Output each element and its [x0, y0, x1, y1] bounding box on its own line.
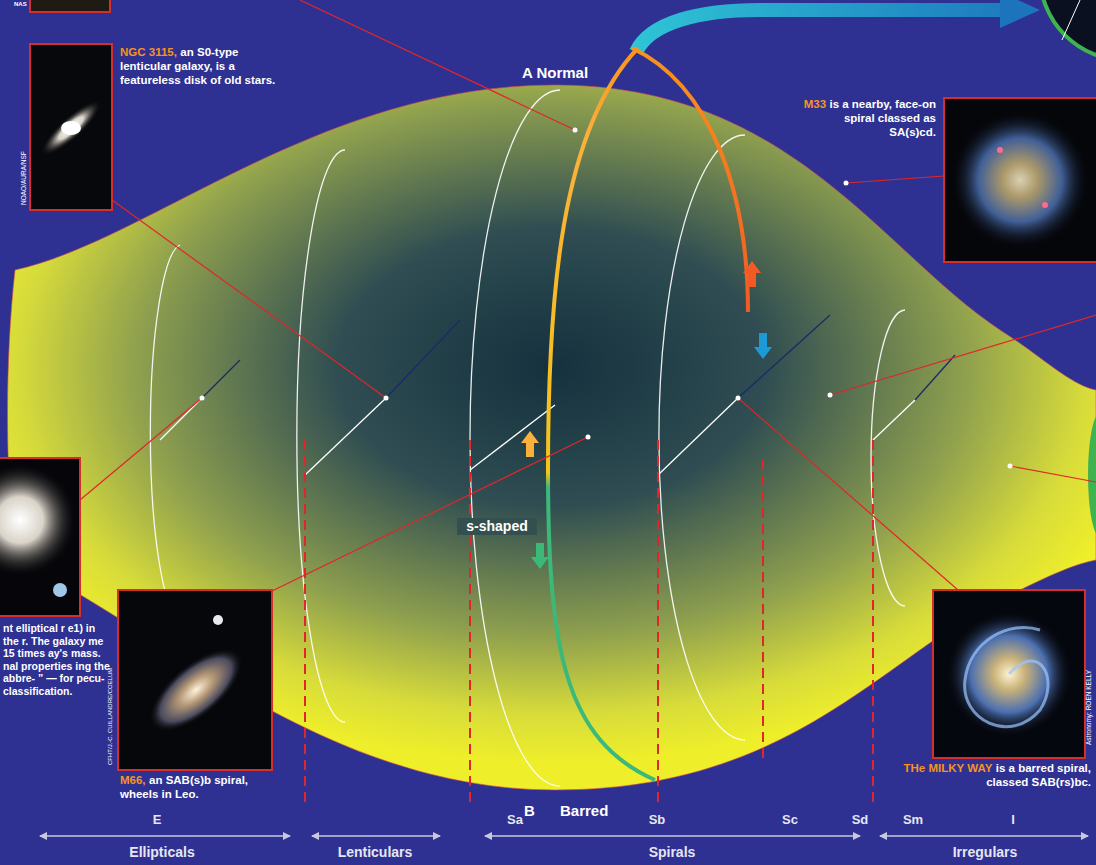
photo-credit-block: Astronomy: ROEN KELLY: [1085, 670, 1093, 745]
galaxy-caption-block: M66,an SAB(s)b spiral, wheels in Leo.: [120, 774, 288, 802]
class-group-name: Spirals: [649, 844, 696, 860]
class-letter: Sm: [903, 812, 923, 827]
class-letter: Sd: [852, 812, 869, 827]
axis-label: B: [524, 802, 535, 819]
class-letter-block: Sc: [720, 812, 860, 828]
galaxy-caption: M33: [804, 98, 826, 110]
galaxy-caption-block: M33is a nearby, face-on spiral classed a…: [798, 98, 936, 139]
class-letter: I: [1011, 812, 1015, 827]
class-group-name-block: Spirals: [602, 844, 742, 861]
class-letter: Sc: [782, 812, 798, 827]
class-group-name: Irregulars: [953, 844, 1018, 860]
class-group-name: Ellipticals: [129, 844, 194, 860]
photo-credit: NAS: [14, 1, 27, 7]
galaxy-caption: NGC 3115,: [120, 46, 177, 58]
photo-credit: Astronomy: ROEN KELLY: [1085, 670, 1092, 745]
photo-credit: CFHT/J.-C. CUILLANDRE/COELUM: [107, 668, 113, 765]
galaxy-caption-block: THe MILKY WAYis a barred spiral, classed…: [900, 762, 1091, 790]
galaxy-caption: M66,: [120, 774, 146, 786]
class-letter: Sa: [507, 812, 523, 827]
photo-credit: NOAO/AURA/NSF: [20, 151, 27, 205]
axis-label-block: Barred: [560, 802, 608, 820]
axis-label: s-shaped: [466, 518, 527, 534]
galaxy-caption: is a nearby, face-on spiral classed as S…: [829, 98, 936, 138]
galaxy-caption-block: nt elliptical r e1) in the r. The galaxy…: [3, 622, 113, 698]
galaxy-caption: nt elliptical r e1) in the r. The galaxy…: [3, 622, 110, 697]
galaxy-caption: is a barred spiral, classed SAB(rs)bc.: [986, 762, 1091, 788]
class-letter: Sb: [649, 812, 666, 827]
class-letter-block: E: [87, 812, 227, 828]
class-group-name-block: Lenticulars: [305, 844, 445, 861]
photo-credit-block: CFHT/J.-C. CUILLANDRE/COELUM: [107, 668, 114, 765]
axis-label-block: B: [524, 802, 535, 820]
class-letter: E: [153, 812, 162, 827]
class-letter-block: Sb: [587, 812, 727, 828]
galaxy-caption-block: NGC 3115,an S0-type lenticular galaxy, i…: [120, 46, 278, 87]
photo-credit-block: NAS: [14, 1, 27, 8]
axis-label-block: s-shaped: [457, 518, 537, 535]
class-group-name-block: Irregulars: [915, 844, 1055, 861]
class-group-name: Lenticulars: [338, 844, 413, 860]
galaxy-caption: THe MILKY WAY: [903, 762, 992, 774]
axis-label: A Normal: [522, 64, 588, 81]
class-letter-block: I: [943, 812, 1083, 828]
class-letter-block: Sm: [843, 812, 983, 828]
axis-label-block: A Normal: [495, 64, 615, 82]
class-letter-block: Sa: [445, 812, 585, 828]
photo-credit-block: NOAO/AURA/NSF: [20, 151, 28, 205]
class-group-name-block: Ellipticals: [92, 844, 232, 861]
axis-label: Barred: [560, 802, 608, 819]
